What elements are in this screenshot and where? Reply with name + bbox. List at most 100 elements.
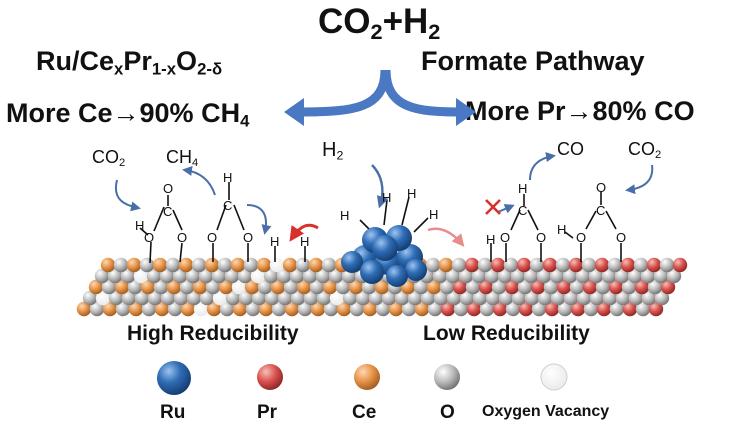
surface-atom	[523, 268, 539, 284]
surface-atom	[264, 290, 280, 306]
surface-atom	[640, 268, 656, 284]
surface-atom	[100, 257, 116, 273]
surface-atom	[342, 290, 358, 306]
surface-atom	[102, 301, 118, 317]
reaction-arrows	[114, 152, 654, 247]
surface-atom	[375, 301, 391, 317]
surface-atom	[555, 257, 571, 273]
surface-atom	[556, 279, 572, 295]
surface-atom	[355, 290, 371, 306]
surface-atom	[316, 290, 332, 306]
surface-atom	[628, 290, 644, 306]
legend-vacancy-swatch	[540, 363, 568, 391]
surface-atom	[269, 257, 285, 273]
surface-atom	[276, 268, 292, 284]
surface-atom	[588, 268, 604, 284]
surface-atom	[180, 301, 196, 317]
legend-ru-label: Ru	[160, 402, 186, 423]
surface-atom	[420, 290, 436, 306]
surface-atom	[557, 301, 573, 317]
outcome-pr-label: More Pr→80% CO	[465, 96, 695, 126]
surface-atom	[204, 257, 220, 273]
surface-atom	[232, 301, 248, 317]
surface-atom	[160, 290, 176, 306]
surface-atom	[198, 268, 214, 284]
split-arrow	[284, 69, 476, 126]
surface-atom	[413, 279, 429, 295]
surface-atom	[172, 268, 188, 284]
surface-atom	[284, 301, 300, 317]
surface-atom	[245, 301, 261, 317]
surface-atom	[121, 290, 137, 306]
surface-atom	[206, 301, 222, 317]
surface-atom	[537, 290, 553, 306]
surface-atom	[159, 268, 175, 284]
surface-atom	[258, 301, 274, 317]
surface-atom	[641, 290, 657, 306]
surface-atom	[263, 268, 279, 284]
surface-atom	[621, 279, 637, 295]
surface-atom	[107, 268, 123, 284]
surface-atom	[134, 290, 150, 306]
surface-atom	[458, 268, 474, 284]
surface-atom	[217, 257, 233, 273]
surface-atom	[614, 268, 630, 284]
surface-atom	[518, 301, 534, 317]
surface-atom	[672, 257, 688, 273]
surface-atom	[270, 279, 286, 295]
surface-atom	[277, 290, 293, 306]
surface-atom	[660, 279, 676, 295]
surface-atom	[224, 268, 240, 284]
surface-atom	[576, 290, 592, 306]
ch4-label: CH4	[166, 147, 199, 170]
surface-atom	[401, 301, 417, 317]
legend-vacancy-label: Oxygen Vacancy	[482, 403, 610, 420]
surface-atom	[88, 279, 104, 295]
surface-atom	[140, 279, 156, 295]
surface-atom	[185, 268, 201, 284]
surface-atom	[633, 257, 649, 273]
surface-atom	[615, 290, 631, 306]
surface-atom	[211, 268, 227, 284]
surface-atom	[336, 301, 352, 317]
surface-atom	[282, 257, 298, 273]
surface-atom	[634, 279, 650, 295]
surface-atom	[388, 301, 404, 317]
reactants-label: CO2+H2	[318, 2, 441, 45]
surface-atom	[459, 290, 475, 306]
surface-atom	[127, 279, 143, 295]
surface-atom	[315, 268, 331, 284]
surface-atom	[309, 279, 325, 295]
surface-atom	[82, 290, 98, 306]
surface-atom	[543, 279, 559, 295]
surface-atom	[654, 290, 670, 306]
surface-atom	[647, 279, 663, 295]
surface-atom	[167, 301, 183, 317]
surface-atom	[505, 301, 521, 317]
legend-ru-swatch	[157, 361, 191, 395]
surface-atom	[295, 257, 311, 273]
surface-atom	[426, 279, 442, 295]
surface-atom	[622, 301, 638, 317]
surface-atom	[583, 301, 599, 317]
catalyst-surface	[76, 257, 688, 317]
legend-o-swatch	[434, 364, 460, 390]
surface-atom	[381, 290, 397, 306]
surface-atom	[570, 301, 586, 317]
co-right-label: CO	[557, 139, 584, 159]
surface-atom	[491, 279, 507, 295]
legend-pr-label: Pr	[257, 402, 278, 423]
pathway-label: Formate Pathway	[421, 46, 645, 76]
surface-atom	[230, 257, 246, 273]
surface-atom	[348, 279, 364, 295]
surface-atom	[517, 279, 533, 295]
surface-atom	[108, 290, 124, 306]
surface-atom	[446, 290, 462, 306]
surface-atom	[595, 279, 611, 295]
surface-atom	[271, 301, 287, 317]
surface-atom	[191, 257, 207, 273]
surface-atom	[666, 268, 682, 284]
surface-atom	[321, 257, 337, 273]
surface-atom	[349, 301, 365, 317]
